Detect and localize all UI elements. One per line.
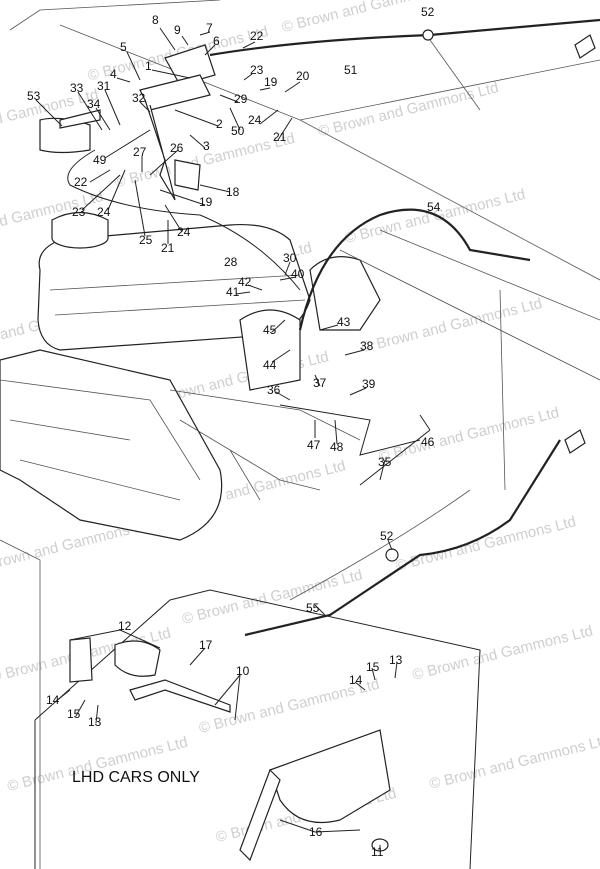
callout-39: 39 [362,377,376,391]
watermark: © Brown and Gammons Ltd [360,295,544,356]
callout-24b: 24 [97,205,111,219]
callout-20: 20 [296,69,310,83]
callout-37: 37 [313,376,327,390]
callout-5: 5 [120,40,127,54]
callout-24c: 24 [177,225,191,239]
callout-7: 7 [206,21,213,35]
callout-14: 14 [46,693,60,707]
cables [67,18,600,637]
callout-24: 24 [248,113,262,127]
callout-30: 30 [283,251,297,265]
callout-6: 6 [213,34,220,48]
callout-44: 44 [263,358,277,372]
lhd-cars-only-label: LHD CARS ONLY [72,769,200,786]
callout-50: 50 [231,124,245,138]
callout-43: 43 [337,315,351,329]
callout-36: 36 [267,383,281,397]
watermark: © Brown and Gammons Ltd [343,186,527,247]
cable-28 [67,149,301,291]
lhd-inset [34,589,481,869]
callout-15b: 15 [366,660,380,674]
callout-22: 22 [250,29,264,43]
callout-23: 23 [250,63,264,77]
callout-40: 40 [291,267,305,281]
callout-25: 25 [139,233,153,247]
callout-8: 8 [152,13,159,27]
callout-2: 2 [216,117,223,131]
callout-33: 33 [70,81,84,95]
callout-10: 10 [236,664,250,678]
callout-9: 9 [174,23,181,37]
inset-border [34,589,481,869]
callout-31: 31 [97,79,111,93]
cable-51 [209,18,600,57]
callout-16: 16 [309,825,323,839]
watermark: © Brown and Gammons Ltd [316,79,500,140]
callout-21: 21 [273,130,287,144]
callout-27: 27 [133,145,147,159]
callout-42: 42 [238,275,252,289]
callout-38: 38 [360,339,374,353]
callout-13: 13 [88,715,102,729]
callout-19b: 19 [199,195,213,209]
leader-lines [35,27,431,616]
callout-14b: 14 [349,673,363,687]
callout-32: 32 [132,91,146,105]
callout-3: 3 [203,139,210,153]
callout-numbers: 8 9 7 6 22 5 1 23 19 20 4 33 31 53 34 32… [27,5,441,859]
callout-34: 34 [87,97,101,111]
callout-18: 18 [226,185,240,199]
watermark: © Brown and Gammons Ltd [280,0,464,36]
callout-53: 53 [27,89,41,103]
callout-23b: 23 [72,205,86,219]
pedal-assembly [39,44,216,201]
callout-52b: 52 [380,529,394,543]
callout-1: 1 [145,59,152,73]
callout-12: 12 [118,619,132,633]
callout-41: 41 [226,285,240,299]
watermark: © Brown and Gammons Ltd [428,732,600,793]
callout-52: 52 [421,5,435,19]
callout-13b: 13 [389,653,403,667]
callout-51: 51 [344,63,358,77]
callout-49: 49 [93,153,107,167]
callout-22b: 22 [74,175,88,189]
callout-45: 45 [263,323,277,337]
callout-21c: 21 [161,241,175,255]
callout-47: 47 [307,438,321,452]
callout-4: 4 [110,67,117,81]
watermark: © Brown and Gammons Ltd [411,622,595,683]
callout-26: 26 [170,141,184,155]
callout-19: 19 [264,75,278,89]
watermark: © Brown and Gammons Ltd [377,404,561,465]
cable-lhd [244,439,561,637]
callout-28: 28 [224,255,238,269]
callout-55: 55 [306,601,320,615]
callout-29: 29 [234,92,248,106]
callout-48: 48 [330,440,344,454]
cable-54 [298,208,531,331]
callout-17: 17 [199,638,213,652]
callout-46: 46 [421,435,435,449]
callout-11: 11 [371,845,384,859]
callout-54: 54 [427,200,441,214]
callout-35: 35 [378,455,392,469]
callout-15: 15 [67,707,81,721]
